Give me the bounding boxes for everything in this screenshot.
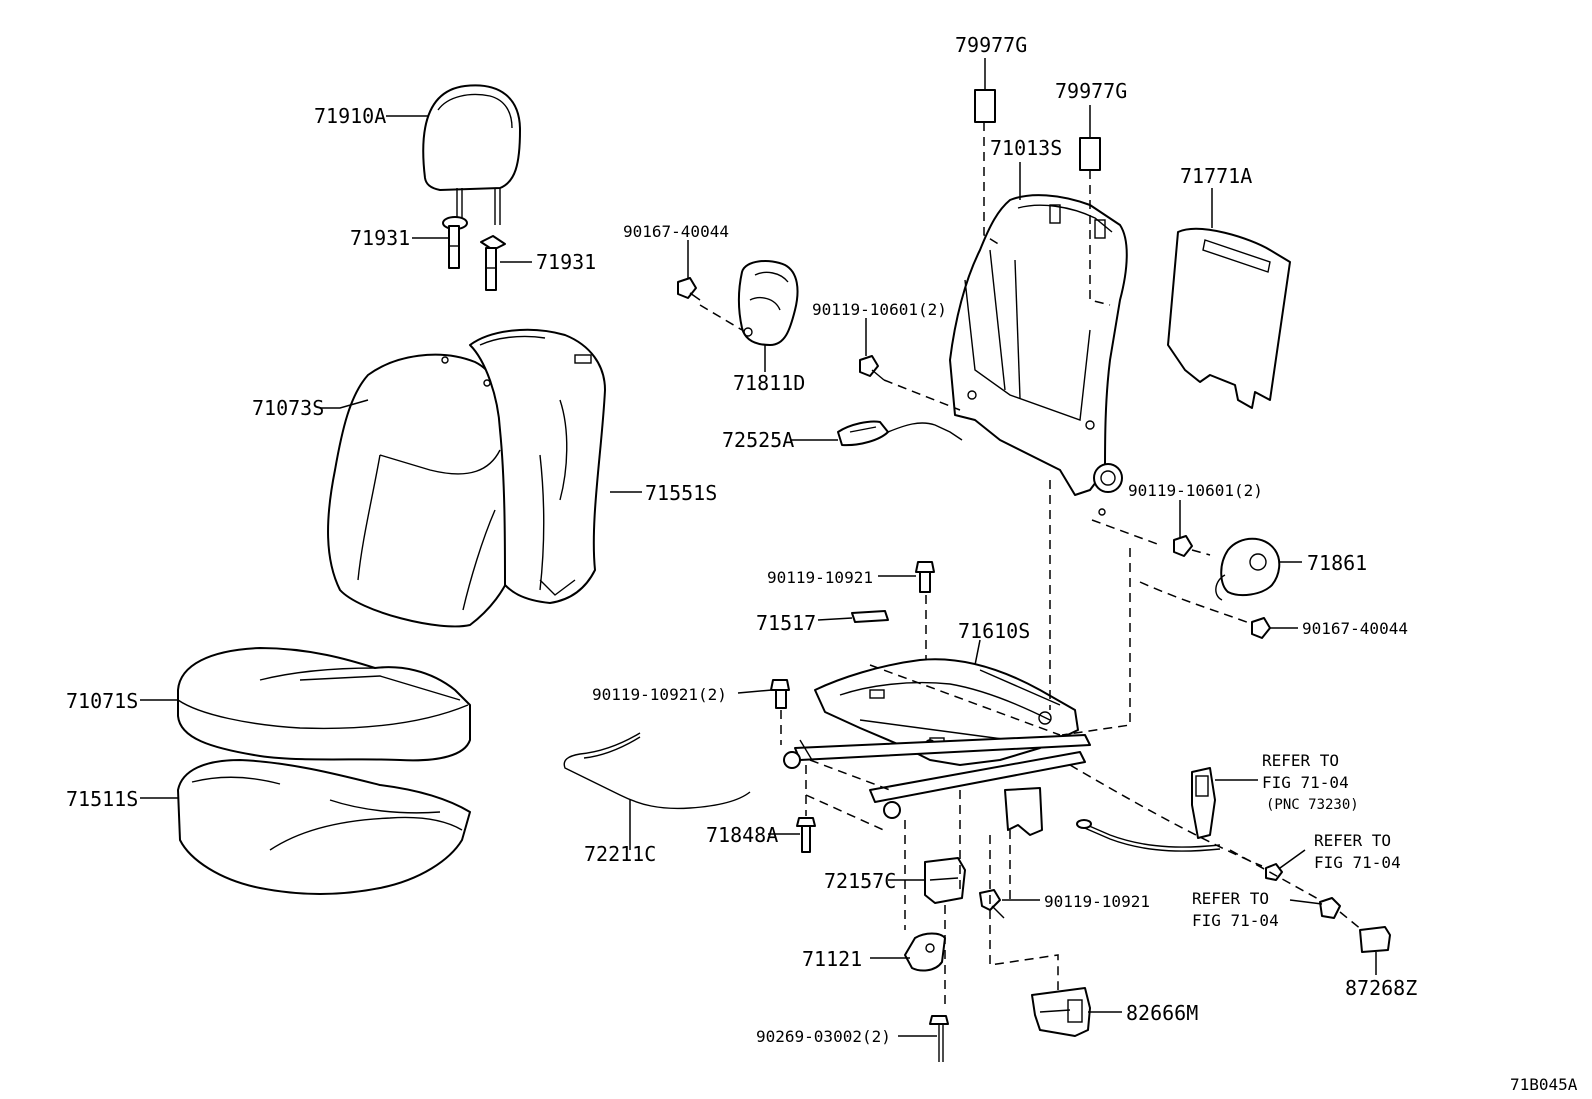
label-79977g-a (974, 89, 996, 123)
label-90269-03002: 90269-03002(2) (756, 1027, 891, 1046)
headrest-71910a (422, 84, 521, 225)
label-90119-10601-b: 90119-10601(2) (1128, 481, 1263, 500)
label-87268z: 87268Z (1345, 976, 1417, 1000)
refer-3-line-2: FIG 71-04 (1192, 911, 1279, 930)
seatback-frame-71013s (949, 194, 1128, 516)
label-71551s: 71551S (645, 481, 717, 505)
label-71848a: 71848A (706, 823, 778, 847)
seat-frame-71610s (783, 658, 1091, 819)
bolt-90119-10921-2 (770, 679, 790, 709)
clip-72525a (837, 420, 889, 447)
label-71013s: 71013S (990, 136, 1062, 160)
label-90119-10601-a: 90119-10601(2) (812, 300, 947, 319)
bolt-90119-10601-lower (1173, 535, 1193, 557)
phantom-lines (699, 122, 1363, 1010)
label-71517: 71517 (756, 611, 816, 635)
seatbelt-buckle (1076, 767, 1221, 852)
screw-90167-40044-upper (677, 277, 701, 301)
refer-2-line-1: REFER TO (1314, 831, 1391, 850)
bolt-71848a (796, 817, 816, 853)
diagram-code: 71B045A (1510, 1075, 1578, 1094)
label-90119-10921-a: 90119-10921 (767, 568, 873, 587)
label-72211c: 72211C (584, 842, 656, 866)
cover-71861 (1215, 537, 1281, 601)
refer-1-line-3: (PNC 73230) (1266, 797, 1359, 813)
bolt-90119-10601-upper (859, 355, 885, 381)
label-71931-b: 71931 (536, 250, 596, 274)
label-79977g-b-text: 79977G (1055, 79, 1127, 103)
leader-lines (140, 58, 1377, 1037)
cover-71811d (738, 259, 799, 346)
label-71861: 71861 (1307, 551, 1367, 575)
label-71811d: 71811D (733, 371, 805, 395)
cover-87268z (1359, 926, 1391, 953)
wire-clip-path (887, 422, 963, 441)
label-71931-a: 71931 (350, 226, 410, 250)
refer-1-line-2: FIG 71-04 (1262, 773, 1349, 792)
screw-90167-40044-lower (1251, 617, 1271, 639)
refer-3-line-1: REFER TO (1192, 889, 1269, 908)
label-82666m: 82666M (1126, 1001, 1198, 1025)
label-71071s: 71071S (66, 689, 138, 713)
seatback-cover-71073s (327, 353, 513, 628)
bolt-90119-10921-lower (979, 889, 1005, 919)
bracket-under-frame (1004, 787, 1043, 836)
sensor-82666m (1031, 987, 1091, 1037)
label-79977g-b (1079, 137, 1101, 171)
headrest-guide-71931-right (480, 235, 506, 291)
label-71511s: 71511S (66, 787, 138, 811)
headrest-guide-71931-left (442, 216, 468, 269)
refer-2-line-2: FIG 71-04 (1314, 853, 1401, 872)
label-72157c: 72157C (824, 869, 896, 893)
label-71771a: 71771A (1180, 164, 1252, 188)
label-79977g-a-text: 79977G (955, 33, 1027, 57)
pad-71517 (851, 610, 889, 623)
bracket-71121 (904, 932, 946, 972)
bolt-fig-71-04 (1319, 897, 1341, 919)
label-90119-10921-b: 90119-10921 (1044, 892, 1150, 911)
screw-90269-03002 (929, 1015, 949, 1062)
bracket-72157c (924, 857, 966, 904)
cushion-pad-71511s (177, 759, 471, 895)
label-71121: 71121 (802, 947, 862, 971)
label-90167-40044-b: 90167-40044 (1302, 619, 1408, 638)
label-90167-40044-a: 90167-40044 (623, 222, 729, 241)
label-71610s: 71610S (958, 619, 1030, 643)
seatback-pad-71551s (469, 328, 606, 604)
label-90119-10921-2: 90119-10921(2) (592, 685, 727, 704)
label-71073s: 71073S (252, 396, 324, 420)
refer-1-line-1: REFER TO (1262, 751, 1339, 770)
backboard-71771a (1167, 227, 1291, 409)
cushion-cover-71071s (177, 647, 471, 762)
label-71910a: 71910A (314, 104, 386, 128)
bolt-90119-10921-top (915, 561, 935, 593)
label-72525a: 72525A (722, 428, 794, 452)
nut-fig-71-04 (1265, 863, 1283, 881)
wire-72211c (563, 732, 751, 810)
